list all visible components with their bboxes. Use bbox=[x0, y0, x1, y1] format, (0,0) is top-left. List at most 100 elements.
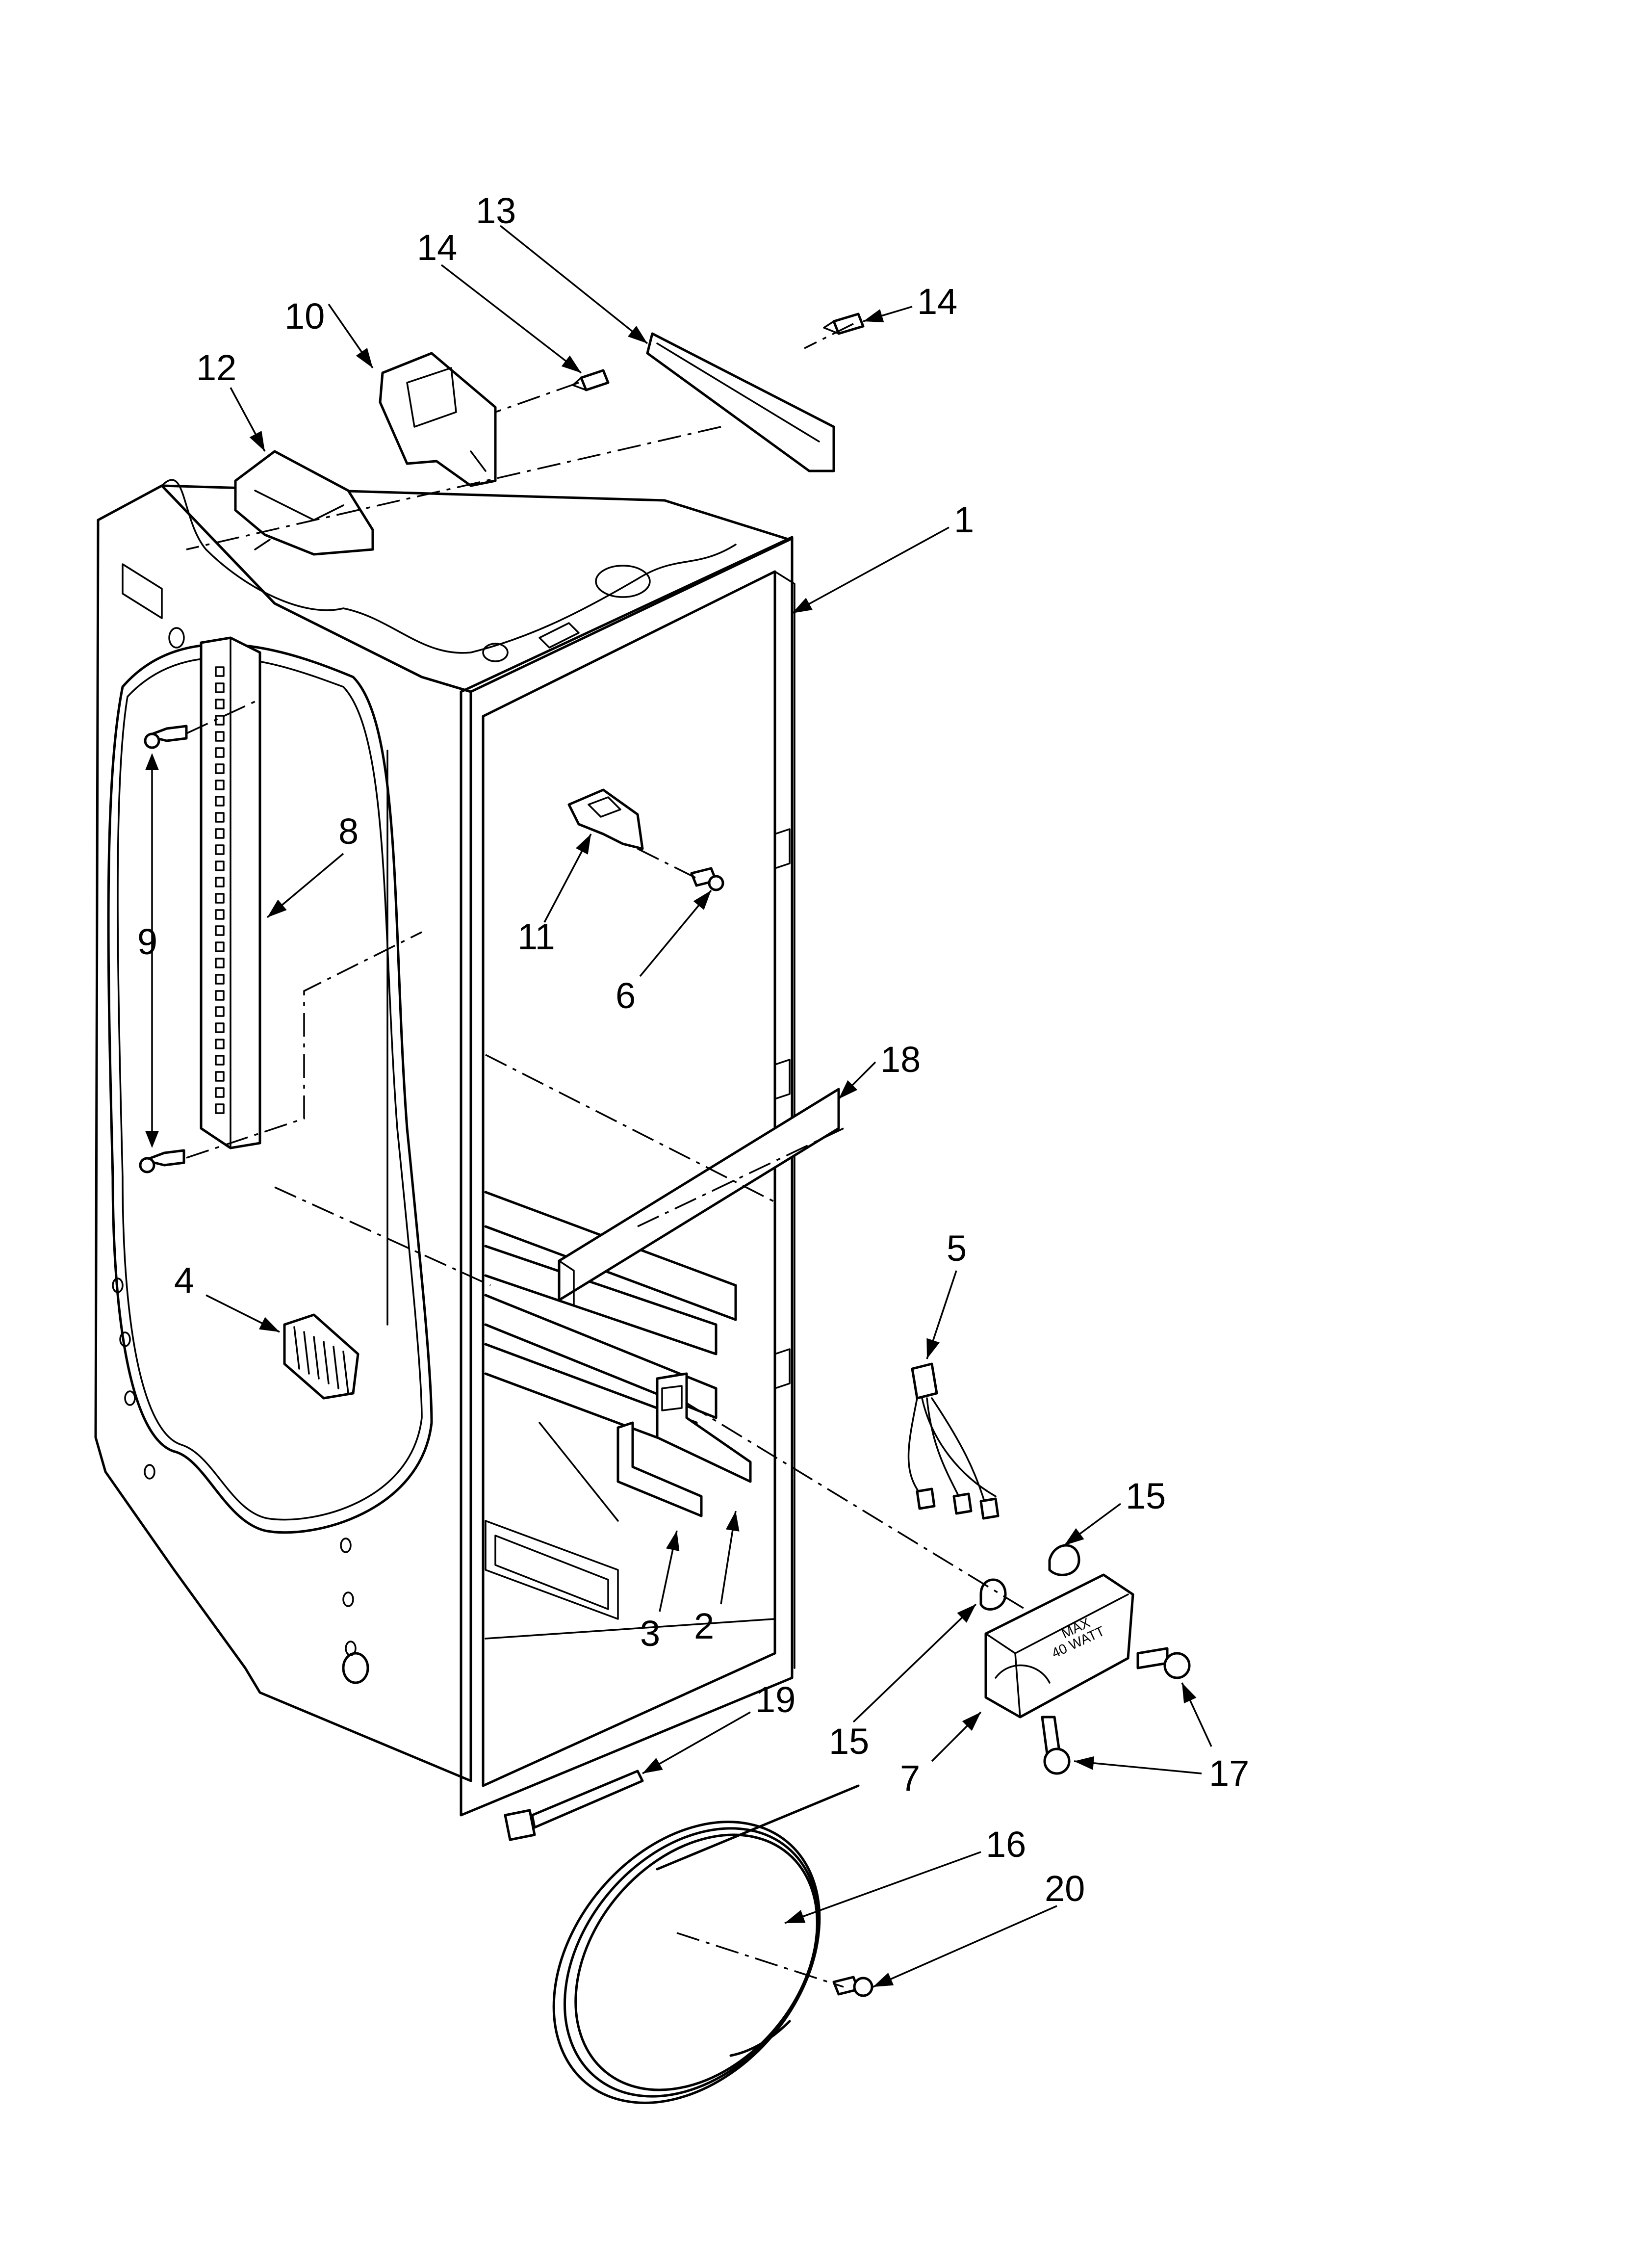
leader-17b bbox=[1074, 1756, 1202, 1774]
callout-20: 20 bbox=[1045, 1868, 1085, 1909]
screw-top-right bbox=[823, 313, 865, 335]
callout-5: 5 bbox=[947, 1228, 967, 1269]
callout-3: 3 bbox=[640, 1613, 660, 1654]
leader-10 bbox=[328, 304, 374, 368]
callout-13: 13 bbox=[476, 190, 516, 231]
rail-slot bbox=[215, 941, 225, 952]
leader-4 bbox=[205, 1294, 280, 1333]
rail-slot bbox=[215, 699, 225, 709]
rail-slot bbox=[215, 747, 225, 758]
rail-slot bbox=[215, 844, 225, 855]
rail-slot bbox=[215, 958, 225, 968]
callout-labels: 1 2 3 4 5 6 7 8 9 10 11 12 13 14 14 15 1… bbox=[137, 190, 1249, 1909]
vent-grille bbox=[283, 1313, 359, 1400]
lower-bracket-small bbox=[616, 1421, 703, 1517]
callout-15b: 15 bbox=[829, 1721, 869, 1762]
rail-slot bbox=[215, 812, 225, 823]
leader-8 bbox=[266, 853, 344, 918]
rail-slot bbox=[215, 1022, 225, 1033]
leader-6 bbox=[639, 889, 712, 977]
wire-clip-lower bbox=[979, 1578, 1007, 1611]
rail-slot bbox=[215, 1006, 225, 1017]
rail-slot bbox=[215, 860, 225, 871]
grille-slot bbox=[303, 1331, 310, 1375]
cross-support-bar bbox=[558, 1088, 840, 1306]
screw-top-left bbox=[572, 369, 610, 391]
callout-7: 7 bbox=[900, 1758, 920, 1799]
leader-arrows bbox=[205, 225, 1212, 1988]
small-mounting-bracket bbox=[567, 788, 644, 850]
rail-slot bbox=[215, 925, 225, 936]
rail-slot bbox=[215, 763, 225, 774]
ground-screw bbox=[832, 1976, 873, 1997]
top-trim-bracket bbox=[646, 332, 835, 472]
leader-19 bbox=[642, 1711, 751, 1774]
leader-17 bbox=[1181, 1682, 1212, 1747]
grille-slot bbox=[293, 1326, 300, 1370]
rail-slot bbox=[215, 990, 225, 1001]
callout-8: 8 bbox=[338, 811, 359, 852]
rail-screw-lower bbox=[139, 1149, 185, 1173]
leader-1 bbox=[792, 526, 949, 614]
bracket-screw bbox=[690, 867, 724, 891]
rail-slot bbox=[215, 877, 225, 887]
rail-slot bbox=[215, 666, 225, 677]
callout-14b: 14 bbox=[917, 281, 957, 322]
leader-7 bbox=[931, 1711, 982, 1762]
leader-20 bbox=[872, 1905, 1057, 1988]
leader-2 bbox=[720, 1511, 740, 1605]
coiled-wire bbox=[552, 1784, 860, 2104]
leader-16 bbox=[784, 1851, 981, 1924]
rail-slot bbox=[215, 1103, 225, 1114]
grille-slot bbox=[323, 1341, 330, 1384]
callout-10: 10 bbox=[284, 296, 325, 337]
rail-slot bbox=[215, 893, 225, 904]
assembly-lines bbox=[186, 323, 1026, 1988]
rail-slot bbox=[215, 780, 225, 790]
control-housing bbox=[234, 450, 374, 556]
rail-slot bbox=[215, 909, 225, 920]
cable-tie bbox=[504, 1770, 644, 1841]
callout-1: 1 bbox=[954, 499, 974, 540]
rail-slot bbox=[215, 1055, 225, 1066]
rail-screw-upper bbox=[144, 725, 188, 749]
light-bulb-bottom bbox=[1041, 1716, 1071, 1775]
callout-18: 18 bbox=[880, 1039, 921, 1080]
leader-11 bbox=[543, 834, 592, 923]
leader-13 bbox=[499, 225, 648, 344]
callout-14a: 14 bbox=[417, 227, 457, 268]
callout-6: 6 bbox=[616, 975, 636, 1016]
leader-14a bbox=[440, 264, 582, 374]
rail-slot bbox=[215, 682, 225, 693]
leader-15b bbox=[852, 1603, 977, 1723]
leader-5 bbox=[926, 1270, 957, 1359]
callout-9: 9 bbox=[137, 921, 157, 962]
leader-18 bbox=[838, 1061, 876, 1100]
callout-16: 16 bbox=[986, 1824, 1026, 1865]
rail-slot bbox=[215, 1039, 225, 1049]
rail-slot bbox=[215, 1071, 225, 1082]
rail-slot bbox=[215, 1087, 225, 1098]
rail-slot bbox=[215, 828, 225, 839]
callout-15a: 15 bbox=[1126, 1476, 1166, 1516]
grille-slot bbox=[333, 1346, 339, 1389]
wire-clip-upper bbox=[1048, 1544, 1080, 1576]
leader-14b bbox=[863, 306, 913, 322]
grille-slot bbox=[342, 1351, 349, 1394]
leader-3 bbox=[659, 1530, 680, 1612]
callout-11: 11 bbox=[517, 916, 555, 957]
grille-slot bbox=[313, 1336, 320, 1380]
callout-17: 17 bbox=[1209, 1753, 1249, 1794]
light-socket-housing: MAX 40 WATT bbox=[984, 1573, 1134, 1719]
leader-15a bbox=[1063, 1503, 1122, 1546]
lower-bracket-large bbox=[656, 1372, 752, 1483]
light-bracket bbox=[379, 352, 497, 487]
callout-19: 19 bbox=[755, 1679, 795, 1720]
rail-slot bbox=[215, 796, 225, 807]
light-bulb-right bbox=[1136, 1647, 1191, 1679]
cabinet-mounting-holes bbox=[112, 627, 369, 1684]
rail-slot bbox=[215, 731, 225, 742]
callout-2: 2 bbox=[694, 1606, 714, 1646]
